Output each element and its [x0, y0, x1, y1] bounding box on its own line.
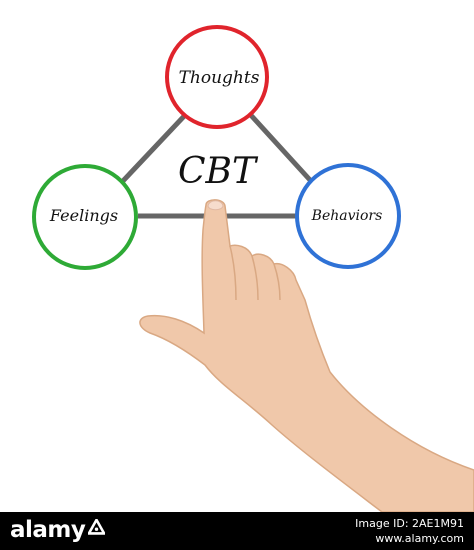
cbt-diagram: Thoughts Feelings Behaviors CBT [32, 25, 474, 512]
center-title: CBT [178, 151, 259, 192]
behaviors-label: Behaviors [311, 208, 383, 224]
image-info: Image ID: 2AE1M91 www.alamy.com [355, 516, 464, 546]
connector-thoughts-feelings [120, 110, 190, 184]
brand-name: alamy [10, 517, 86, 543]
knuckle-line-1 [229, 245, 237, 301]
feelings-circle [32, 164, 138, 270]
pointing-hand [139, 199, 474, 512]
behaviors-circle [295, 163, 401, 269]
thoughts-circle [165, 25, 269, 129]
hand-shape [139, 199, 474, 512]
image-id: Image ID: 2AE1M91 [355, 517, 464, 530]
brand-logo: alamy [10, 517, 106, 543]
knuckle-line-3 [273, 263, 281, 301]
finger-nail [207, 200, 224, 211]
thoughts-label: Thoughts [179, 68, 260, 88]
feelings-label: Feelings [49, 206, 118, 225]
watermark-bar: alamy Image ID: 2AE1M91 www.alamy.com [0, 512, 474, 550]
site-url: www.alamy.com [375, 532, 464, 545]
knuckle-line-2 [251, 255, 259, 301]
brand-mark-icon [88, 519, 106, 535]
connector-thoughts-behaviors [246, 110, 312, 182]
